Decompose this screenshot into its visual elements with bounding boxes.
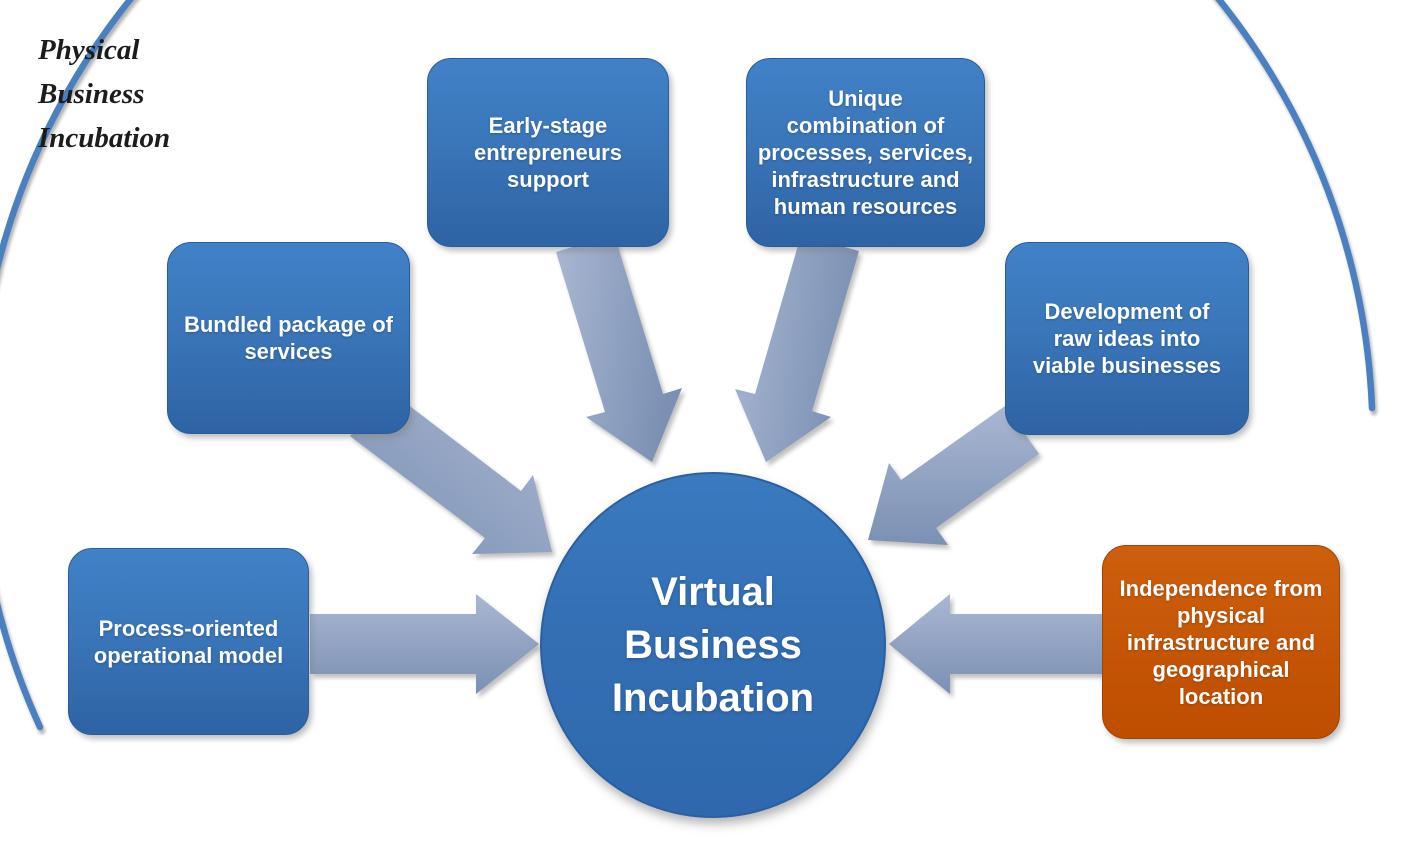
physical-incubation-arc: [0, 0, 1376, 731]
diagram-title: Physical Business Incubation: [38, 34, 171, 154]
node-process-oriented-operational-model: Process-oriented operational model: [68, 548, 309, 735]
node-unique-combination: Unique combination of processes, service…: [746, 58, 985, 247]
arrow-early-stage-to-hub: [556, 234, 682, 462]
hub-virtual-business-incubation: Virtual Business Incubation: [540, 472, 886, 818]
arrow-bundled-to-hub: [350, 388, 552, 554]
arrow-independence-to-hub: [889, 594, 1102, 694]
arrow-unique-to-hub: [735, 235, 859, 462]
node-bundled-package-of-services: Bundled package of services: [167, 242, 410, 434]
arrow-process-to-hub: [310, 594, 539, 694]
node-early-stage-entrepreneurs-support: Early-stage entrepreneurs support: [427, 58, 669, 247]
node-development-of-raw-ideas: Development of raw ideas into viable bus…: [1005, 242, 1249, 435]
arrow-development-to-hub: [868, 406, 1039, 545]
node-independence-from-physical: Independence from physical infrastructur…: [1102, 545, 1340, 739]
